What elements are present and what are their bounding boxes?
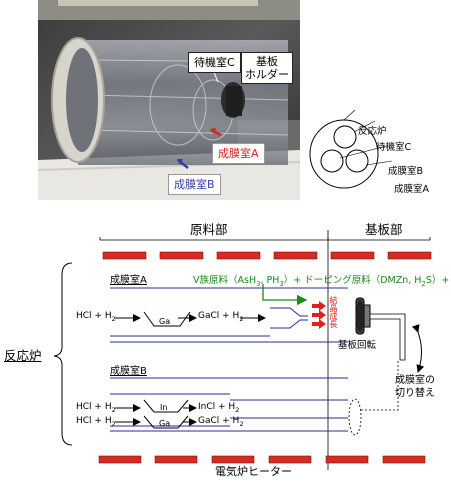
growth-arrows	[312, 301, 326, 329]
substrate-holder	[355, 297, 406, 361]
crystal-growth-label: 結晶成長	[329, 296, 338, 328]
chamber-b-ga-label: Ga	[159, 419, 171, 428]
reactor-brace	[53, 262, 73, 446]
callout-chamber-b: 成膜室B	[168, 174, 221, 195]
bottom-heaters	[98, 455, 426, 464]
chamber-b-hcl-lower-label: HCl + H2	[76, 416, 116, 428]
ga-boat-a	[143, 311, 191, 327]
chamber-b-incl-label: InCl + H2	[198, 402, 240, 414]
cross-chamber-b-label: 成膜室B	[388, 166, 424, 177]
section-substrate-title: 基板部	[365, 222, 403, 237]
chamber-a-gacl-label: GaCl + H2	[198, 311, 244, 323]
in-boat	[143, 399, 189, 413]
chamber-a-ga-label: Ga	[159, 317, 171, 326]
substrate-rotation-label: 基板回転	[338, 340, 377, 351]
cross-chamber-a-label: 成膜室A	[394, 184, 429, 195]
cross-standby-c-label: 待機室C	[376, 142, 412, 153]
cross-section-diagram	[309, 109, 393, 189]
section-source-title: 原料部	[190, 222, 228, 237]
chamber-b-in-label: In	[160, 403, 168, 412]
top-heaters	[102, 251, 432, 260]
chamber-b-circle	[320, 149, 344, 173]
substrate-section-bracket	[327, 237, 431, 241]
chamber-a-circle	[345, 149, 369, 173]
chamber-a-tube	[110, 287, 348, 343]
callout-standby-chamber-c: 待機室C	[188, 52, 241, 73]
chamber-b-tube	[110, 377, 348, 432]
chamber-b-label: 成膜室B	[110, 366, 147, 377]
chamber-a-label: 成膜室A	[110, 275, 147, 286]
heater-label: 電気炉ヒーター	[215, 465, 292, 478]
v-source-inlet-arrow	[262, 284, 308, 306]
v-source-text: V族原料（AsH3, PH3）+ ドーピング原料（DMZn, H2S）+ H2	[193, 275, 451, 288]
source-section-bracket	[99, 237, 329, 241]
cross-reactor-label: 反応炉	[358, 126, 387, 137]
chamber-switch-label: 成膜室の 切り替え	[395, 375, 435, 399]
callout-chamber-a: 成膜室A	[212, 143, 265, 164]
schematic-diagram	[53, 230, 432, 470]
chamber-a-hcl-label: HCl + H2	[76, 311, 116, 323]
chamber-b-gacl-label: GaCl + H2	[198, 416, 244, 428]
chamber-switch-arrow	[411, 324, 425, 373]
reactor-label: 反応炉	[4, 348, 42, 363]
standby-circle	[333, 125, 357, 149]
chamber-b-hcl-upper-label: HCl + H2	[76, 402, 116, 414]
callout-substrate-holder: 基板 ホルダー	[241, 52, 293, 84]
holder-alt-position	[348, 360, 399, 436]
